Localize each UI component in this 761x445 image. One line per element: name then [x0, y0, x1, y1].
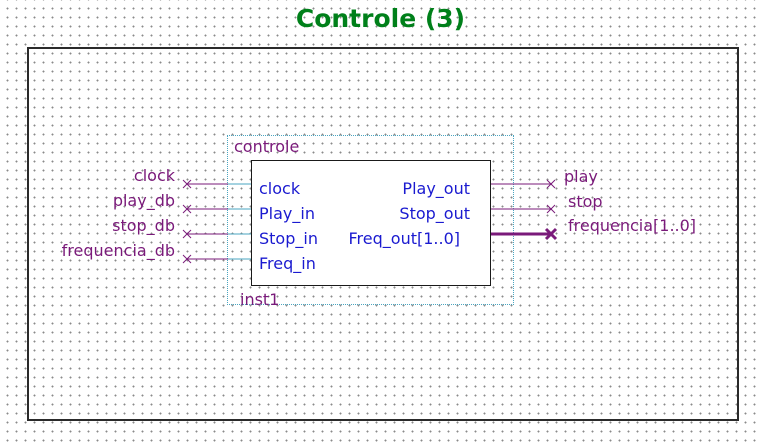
pin-marker-stop: [546, 204, 556, 214]
instance-name-label: inst1: [240, 290, 280, 309]
pin-marker-frequencia-db: [182, 254, 192, 264]
port-stop-out: Stop_out: [399, 204, 470, 223]
pin-label-frequencia[interactable]: frequencia[1..0]: [568, 216, 697, 235]
schematic-frame: [27, 47, 739, 421]
port-clock: clock: [259, 179, 301, 198]
port-stop-in: Stop_in: [259, 229, 318, 248]
port-play-out: Play_out: [402, 179, 470, 198]
pin-label-clock[interactable]: clock: [133, 166, 175, 185]
pin-marker-play: [546, 179, 556, 189]
pin-label-play-db[interactable]: play_db: [112, 191, 175, 210]
pin-label-play[interactable]: play: [564, 167, 598, 186]
port-freq-in: Freq_in: [259, 254, 316, 273]
pin-label-stop-db[interactable]: stop_db: [112, 216, 175, 235]
pin-label-frequencia-db[interactable]: frequencia_db: [61, 241, 175, 260]
port-play-in: Play_in: [259, 204, 315, 223]
instance-boundary[interactable]: [227, 135, 514, 305]
pin-label-stop[interactable]: stop: [568, 192, 603, 211]
pin-marker-stop-db: [182, 229, 192, 239]
diagram-title: Controle (3): [295, 4, 466, 33]
pin-marker-frequencia: [544, 227, 558, 241]
port-freq-out: Freq_out[1..0]: [348, 229, 460, 248]
entity-name-label: controle: [234, 137, 300, 156]
controle-block[interactable]: [251, 160, 491, 286]
pin-marker-clock: [182, 179, 192, 189]
pin-marker-play-db: [182, 204, 192, 214]
